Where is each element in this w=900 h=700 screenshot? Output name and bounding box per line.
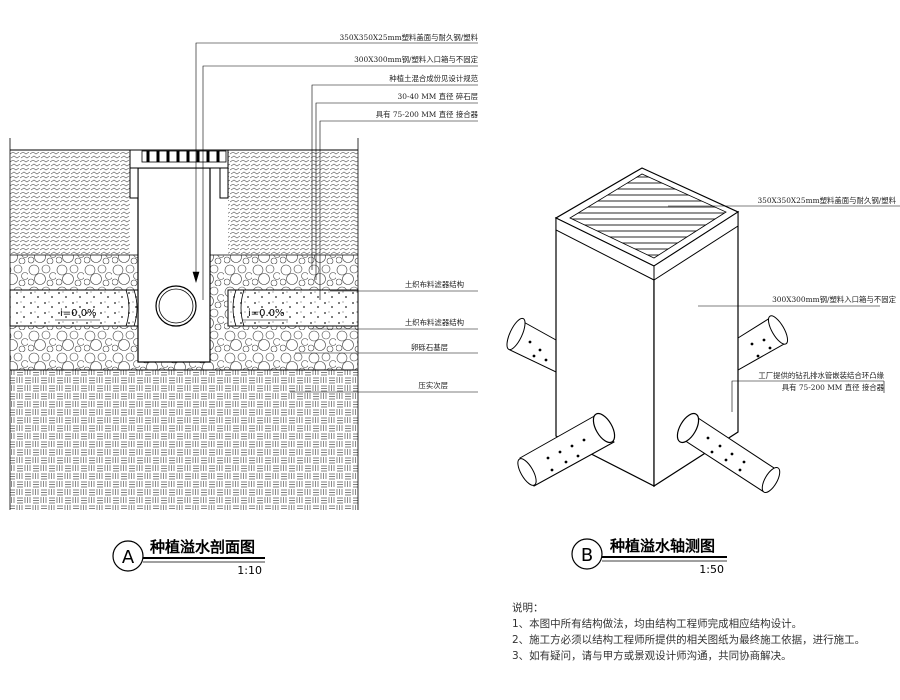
notes-heading: 说明： bbox=[512, 602, 544, 614]
callout-b-inlet: 300X300mm钢/塑料入口箱与不固定 bbox=[772, 295, 896, 304]
slope-label-right: i=0.0% bbox=[248, 308, 285, 319]
section-b-title-block: B 种植溢水轴测图 1:50 bbox=[571, 537, 727, 576]
section-a-leaders bbox=[192, 42, 478, 393]
callout-a-connector: 具有 75-200 MM 直径 接合器 bbox=[376, 110, 479, 119]
grate-top bbox=[569, 173, 727, 259]
section-a-scale: 1:10 bbox=[237, 564, 262, 577]
section-b-title: 种植溢水轴测图 bbox=[609, 537, 715, 555]
compacted-subgrade-layer bbox=[10, 370, 358, 510]
section-b-badge: B bbox=[581, 545, 593, 566]
section-a-badge: A bbox=[122, 547, 135, 568]
note-item: 2、施工方必须以结构工程师所提供的相关图纸为最终施工依据，进行施工。 bbox=[512, 634, 866, 646]
section-b-scale: 1:50 bbox=[699, 563, 724, 576]
callout-a-cover: 350X350X25mm塑料盖面与耐久钢/塑料 bbox=[339, 33, 478, 42]
planting-soil-layer bbox=[228, 150, 358, 255]
note-item: 3、如有疑问，请与甲方或景观设计师沟通，共同协商解决。 bbox=[512, 650, 792, 662]
callout-a-gravel: 30-40 MM 直径 碎石层 bbox=[398, 92, 478, 101]
callout-a-geotextile-2: 土织布料滤器结构 bbox=[405, 318, 464, 327]
callout-a-subgrade: 压实次层 bbox=[418, 381, 448, 390]
perforated-pipe-back-right bbox=[737, 315, 789, 371]
inlet-box bbox=[137, 167, 211, 363]
planting-soil-layer bbox=[10, 150, 130, 255]
perforated-pipe-front-left bbox=[517, 412, 616, 487]
note-item: 1、本图中所有结构做法，均由结构工程师完成相应结构设计。 bbox=[512, 618, 803, 630]
section-a-title-block: A 种植溢水剖面图 1:10 bbox=[112, 538, 265, 577]
callout-b-flange: 工厂提供的钻孔排水管嵌装结合环凸缘 bbox=[758, 371, 884, 380]
section-a-drawing: i=0.0% i=0.0% bbox=[9, 138, 359, 510]
callout-b-cover: 350X350X25mm塑料盖面与耐久钢/塑料 bbox=[757, 196, 896, 205]
section-b-leaders bbox=[668, 205, 900, 412]
callout-a-soil: 种植土混合成份见设计规范 bbox=[389, 74, 478, 83]
perforated-pipe-front-right bbox=[676, 412, 781, 493]
callout-a-geotextile-1: 土织布料滤器结构 bbox=[405, 280, 464, 289]
callout-a-base: 卵砾石基层 bbox=[411, 343, 448, 352]
slope-label-left: i=0.0% bbox=[60, 308, 97, 319]
perforated-pipe-back-left bbox=[506, 317, 557, 373]
grate-cover bbox=[141, 150, 227, 163]
callout-b-connector: 具有 75-200 MM 直径 接合器 bbox=[782, 383, 885, 392]
notes-block: 说明： 1、本图中所有结构做法，均由结构工程师完成相应结构设计。 2、施工方必须… bbox=[512, 600, 897, 664]
callout-a-inlet: 300X300mm钢/塑料入口箱与不固定 bbox=[354, 55, 478, 64]
section-a-title: 种植溢水剖面图 bbox=[149, 538, 255, 556]
section-b-drawing bbox=[506, 167, 789, 493]
pipe-outlet-circle bbox=[155, 285, 197, 327]
